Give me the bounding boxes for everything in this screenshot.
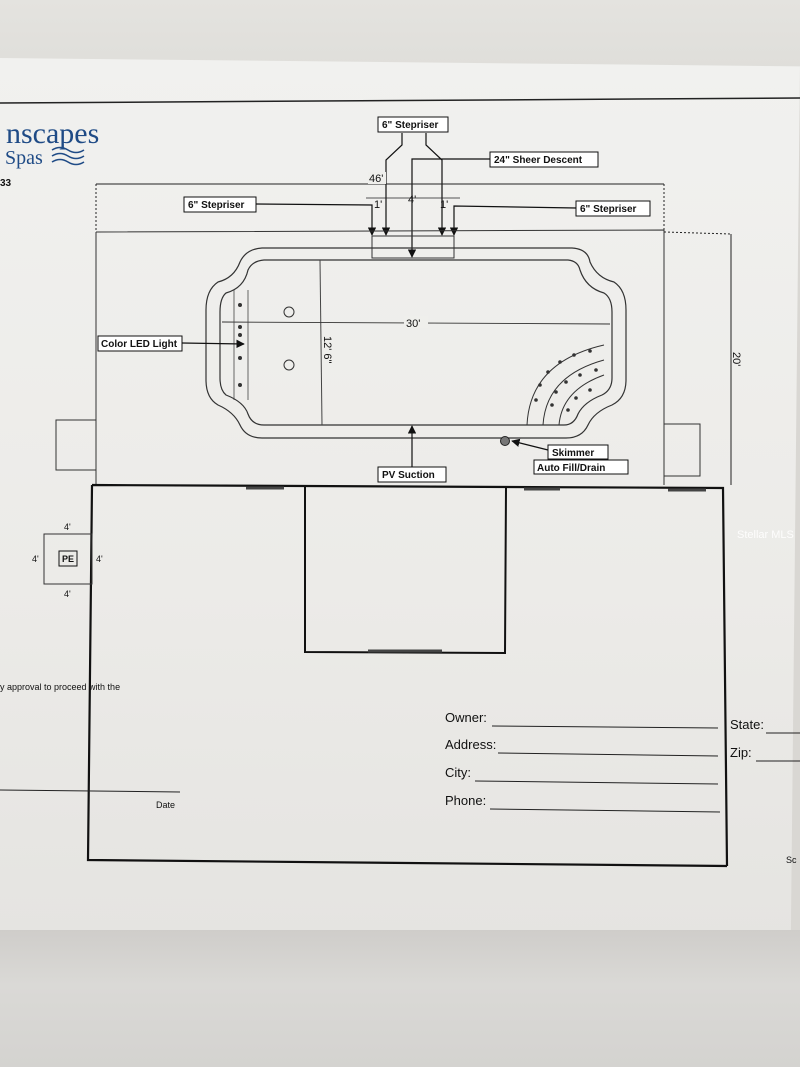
- lanai-outline: [304, 487, 507, 655]
- company-logo: nscapes Spas 33: [0, 117, 99, 189]
- pv-suction-label: PV Suction: [382, 470, 435, 481]
- stepriser-left-arrow: [255, 203, 377, 236]
- logo-text-line2: Spas: [5, 147, 43, 169]
- pool-water-outline: [219, 259, 613, 426]
- step-left-dim: 1': [374, 199, 382, 211]
- deck-width-label: 46': [369, 173, 383, 185]
- logo-code: 33: [0, 178, 12, 189]
- stepriser-left-label: 6" Stepriser: [188, 200, 245, 211]
- sheet-border-top: [0, 97, 800, 104]
- stepriser-top-label: 6" Stepriser: [382, 120, 439, 131]
- pool-equipment-pad: PE 4' 4' 4' 4': [32, 522, 103, 599]
- pe-label: PE: [62, 554, 74, 564]
- corner-bench-jets: [534, 349, 598, 412]
- stepriser-top-arrow-left: [381, 133, 403, 236]
- owner-field: [491, 725, 719, 729]
- skimmer-label: Skimmer: [552, 448, 594, 459]
- phone-label: Phone:: [445, 793, 486, 808]
- step-center-dim: 4': [408, 194, 416, 206]
- pool-coping-outline: [205, 247, 627, 439]
- address-label: Address:: [445, 737, 496, 752]
- color-led-arrow: [181, 339, 245, 349]
- pe-bottom-dim: 4': [64, 589, 71, 599]
- left-bench-jets: [238, 303, 242, 387]
- approval-text: y approval to proceed with the: [0, 682, 120, 692]
- pe-top-dim: 4': [64, 522, 71, 532]
- pe-left-dim: 4': [32, 554, 39, 564]
- color-led-label: Color LED Light: [101, 339, 178, 350]
- wave-icon: [51, 146, 85, 166]
- deck-depth-label: 20': [730, 352, 742, 366]
- floor-return-icon: [283, 306, 295, 318]
- stepriser-right-box: [575, 200, 651, 217]
- step-riser-area: [371, 235, 455, 259]
- stepriser-top-box: [377, 116, 449, 133]
- house-outline: [86, 483, 729, 868]
- sheer-descent-label: 24" Sheer Descent: [494, 155, 583, 166]
- city-field: [474, 780, 719, 785]
- stepriser-right-arrow: [449, 205, 577, 236]
- deck-depth-dim-top: [663, 231, 732, 235]
- state-label: State:: [730, 717, 764, 732]
- auto-fill-label: Auto Fill/Drain: [537, 463, 605, 474]
- floor-return-icon: [283, 359, 295, 371]
- address-field: [497, 752, 719, 757]
- stepriser-top-arrow-right: [425, 133, 447, 236]
- pool-width-label: 12' 6": [321, 336, 333, 364]
- side-box-right: [663, 423, 701, 477]
- phone-field: [489, 808, 721, 813]
- deck-width-label-bg: [368, 172, 386, 184]
- stepriser-right-label: 6" Stepriser: [580, 204, 637, 215]
- logo-text-line1: nscapes: [6, 117, 99, 150]
- date-label: Date: [156, 800, 175, 810]
- zip-label: Zip:: [730, 745, 752, 760]
- pool-length-label: 30': [406, 318, 420, 330]
- table-surface: [0, 930, 800, 1067]
- pool-length-label-bg: [404, 316, 428, 328]
- side-box-left: [55, 419, 97, 471]
- step-right-dim: 1': [440, 199, 448, 211]
- skimmer-icon: [500, 436, 510, 446]
- skimmer-box: [547, 444, 609, 460]
- sheer-descent-arrow: [407, 158, 490, 258]
- pool-break-line: [319, 259, 323, 426]
- watermark: Stellar MLS: [737, 529, 794, 541]
- skimmer-arrow: [511, 438, 549, 451]
- signature-line: [0, 789, 181, 793]
- pe-right-dim: 4': [96, 554, 103, 564]
- auto-fill-box: [533, 459, 629, 475]
- sc-label: Sc: [786, 855, 797, 865]
- owner-info-form: Owner: Address: City: Phone: State: Zip:…: [445, 710, 800, 865]
- owner-label: Owner:: [445, 710, 487, 725]
- city-label: City:: [445, 765, 471, 780]
